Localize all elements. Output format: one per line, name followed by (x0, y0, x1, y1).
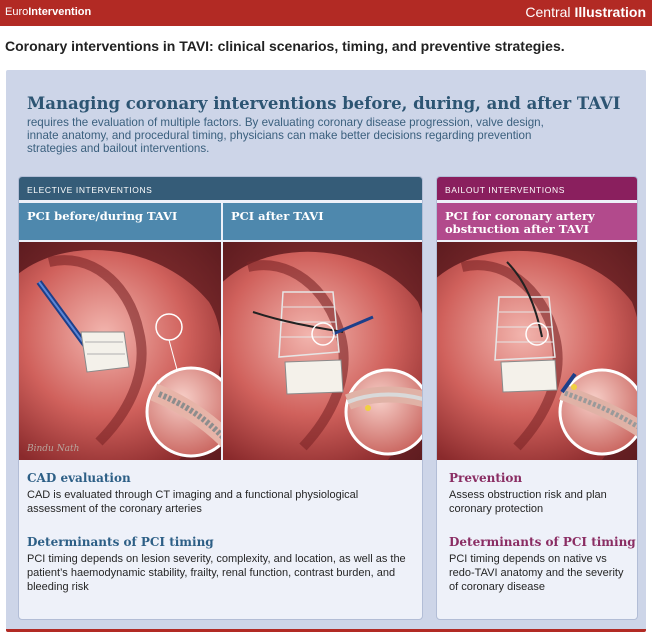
journal-name: EuroIntervention (5, 6, 92, 18)
pci-timing-text-elective: PCI timing depends on lesion severity, c… (27, 553, 406, 593)
journal-banner: EuroIntervention Central Illustration (0, 0, 652, 26)
cad-evaluation-title: CAD evaluation (27, 471, 131, 485)
artist-signature: Bindu Nath (27, 444, 80, 454)
heart-illustration-before: Bindu Nath (19, 242, 221, 460)
heart-illustration-bailout (437, 242, 637, 460)
intro-text: requires the evaluation of multiple fact… (27, 116, 544, 155)
bailout-header: BAILOUT INTERVENTIONS (437, 177, 637, 200)
heart-illustration-after (223, 242, 422, 460)
pci-before-during-title: PCI before/during TAVI (19, 203, 221, 240)
prevention-title: Prevention (449, 471, 523, 485)
pci-after-title: PCI after TAVI (223, 203, 422, 240)
elective-interventions-box: ELECTIVE INTERVENTIONS PCI before/during… (18, 176, 423, 620)
cad-evaluation-text: CAD is evaluated through CT imaging and … (27, 489, 359, 515)
bailout-interventions-box: BAILOUT INTERVENTIONS PCI for coronary a… (436, 176, 638, 620)
pci-timing-title-bailout: Determinants of PCI timing (449, 535, 636, 549)
pci-timing-title-elective: Determinants of PCI timing (27, 535, 214, 549)
prevention-text: Assess obstruction risk and plan coronar… (449, 489, 607, 515)
pci-obstruction-title: PCI for coronary artery obstruction afte… (437, 203, 637, 240)
figure-title: Coronary interventions in TAVI: clinical… (5, 38, 565, 54)
elective-header: ELECTIVE INTERVENTIONS (19, 177, 422, 200)
illustration-panel: Managing coronary interventions before, … (6, 70, 646, 632)
pci-timing-text-bailout: PCI timing depends on native vs redo-TAV… (449, 553, 624, 593)
main-heading: Managing coronary interventions before, … (27, 94, 621, 113)
central-illustration-label: Central Illustration (525, 4, 646, 20)
